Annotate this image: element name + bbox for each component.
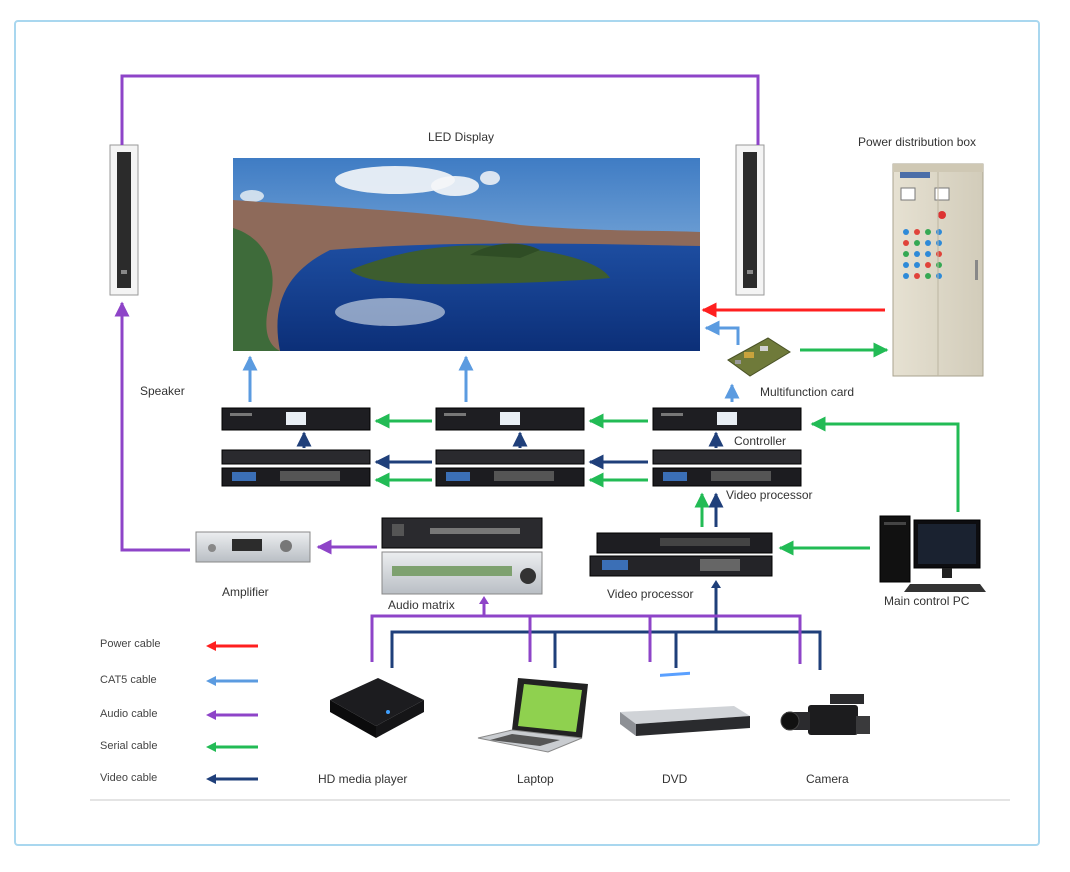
pdb-indicator-light — [936, 229, 942, 235]
video-processor-stack-3 — [652, 449, 802, 487]
video-processor-main-label: Video processor — [607, 587, 694, 601]
audio-bus-arrowhead — [479, 596, 489, 604]
pdb-indicator-light — [925, 251, 931, 257]
pdb-indicator-light — [914, 262, 920, 268]
video-processor-main — [589, 532, 773, 577]
legend-arrows — [206, 641, 258, 784]
video-processor-stack-1 — [221, 449, 371, 487]
speaker-link-cable — [120, 74, 760, 145]
legend-label-serial: Serial cable — [100, 740, 158, 752]
pdb-indicator-light — [903, 229, 909, 235]
legend-label-video: Video cable — [100, 772, 158, 784]
pdb-indicator-light — [936, 273, 942, 279]
pdb-indicator-light — [936, 251, 942, 257]
legend-arrowhead-video — [206, 774, 216, 784]
speaker-label: Speaker — [140, 384, 185, 398]
dvd-label: DVD — [662, 772, 688, 786]
audio-source-bus — [370, 602, 802, 664]
pdb-indicator-light — [914, 273, 920, 279]
legend-label-power: Power cable — [100, 638, 161, 650]
legend-arrowhead-audio — [206, 710, 216, 720]
controller-1 — [221, 407, 371, 431]
multifunction-card-label: Multifunction card — [760, 385, 855, 399]
audio-matrix-label: Audio matrix — [388, 598, 455, 612]
video-bus-arrowhead — [711, 580, 721, 588]
legend-arrowhead-serial — [206, 742, 216, 752]
speaker-right — [735, 144, 765, 296]
pdb-indicator-light — [925, 240, 931, 246]
pdb-indicator-light — [903, 240, 909, 246]
audio-amp-to-speaker — [114, 301, 190, 552]
audio-matrix-device — [381, 517, 543, 595]
laptop-label: Laptop — [517, 772, 554, 786]
power-distribution-box — [892, 163, 984, 377]
speaker-left — [109, 144, 139, 296]
multifunction-card — [727, 337, 791, 377]
pdb-indicator-light — [914, 251, 920, 257]
amplifier-label: Amplifier — [222, 585, 269, 599]
diagram-frame — [14, 20, 1040, 846]
controller-3 — [652, 407, 802, 431]
pdb-indicator-light — [936, 262, 942, 268]
controller-label: Controller — [734, 434, 787, 448]
pdb-indicator-light — [936, 240, 942, 246]
dvd-player — [620, 671, 750, 736]
serial-pc-to-controller — [810, 416, 960, 512]
main-pc-label: Main control PC — [884, 594, 970, 608]
hd-player-label: HD media player — [318, 772, 408, 786]
pdb-indicator-light — [925, 229, 931, 235]
pdb-indicator-light — [914, 229, 920, 235]
laptop-device — [477, 678, 588, 753]
legend-arrowhead-power — [206, 641, 216, 651]
camera-label: Camera — [806, 772, 849, 786]
pdb-indicator-light — [925, 262, 931, 268]
pdb-indicator-light — [903, 251, 909, 257]
pdb-indicator-light — [903, 273, 909, 279]
legend-arrowhead-cat5 — [206, 676, 216, 686]
cat5-card-to-display — [704, 320, 740, 345]
pdb-indicator-light — [903, 262, 909, 268]
pdb-indicator-light — [925, 273, 931, 279]
camera-device — [780, 694, 870, 735]
hd-media-player — [330, 678, 424, 738]
video-processor-top-label: Video processor — [726, 488, 813, 502]
legend-label-audio: Audio cable — [100, 708, 158, 720]
led-display-screen — [233, 158, 700, 351]
pdb-indicator-light — [914, 240, 920, 246]
amplifier-device — [195, 531, 311, 563]
power-box-label: Power distribution box — [858, 135, 977, 149]
video-source-bus — [390, 583, 822, 670]
legend-label-cat5: CAT5 cable — [100, 674, 157, 686]
controller-2 — [435, 407, 585, 431]
main-pc — [879, 515, 986, 592]
video-processor-stack-2 — [435, 449, 585, 487]
led-display-label: LED Display — [428, 130, 495, 144]
